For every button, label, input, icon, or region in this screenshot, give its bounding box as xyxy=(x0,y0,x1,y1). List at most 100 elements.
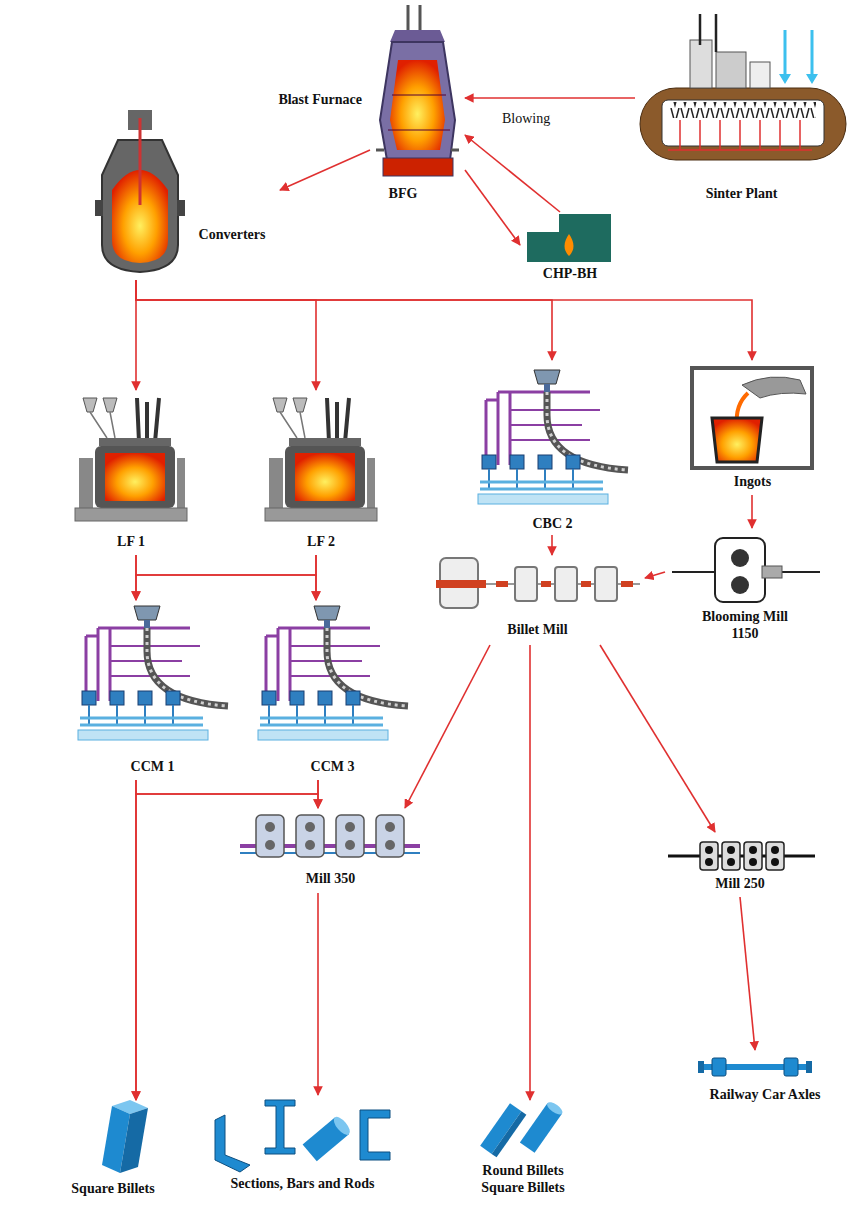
sections-figure xyxy=(265,1100,295,1154)
blooming-mill-figure xyxy=(672,538,820,602)
flow-arrow xyxy=(317,893,319,1095)
sinter-plant-figure xyxy=(640,88,846,160)
blast-furnace-figure xyxy=(408,5,420,30)
ingot-figure xyxy=(712,418,762,462)
round-billet-figure xyxy=(492,1111,527,1157)
edge-label: Blowing xyxy=(500,110,552,127)
node-label: Sinter Plant xyxy=(635,185,848,202)
converter-figure xyxy=(95,200,103,216)
billet-mill-figure xyxy=(555,567,577,601)
node-label: Square Billets xyxy=(48,1180,178,1197)
node-label: Sections, Bars and Rods xyxy=(200,1175,405,1192)
node-label: CCM 1 xyxy=(70,758,235,775)
chp-figure xyxy=(527,214,559,232)
blast-furnace-figure xyxy=(388,95,450,130)
sinter-plant-figure xyxy=(750,62,770,88)
sinter-plant-figure xyxy=(640,14,846,160)
flow-arrow xyxy=(465,97,635,99)
caster-figure xyxy=(78,606,228,740)
round-billet-figure xyxy=(480,1103,526,1157)
round-billet-figure xyxy=(545,1100,564,1117)
process-node: Blooming Mill 1150 xyxy=(665,528,825,668)
process-node: Blast FurnaceBFG xyxy=(370,5,465,205)
flow-arrow xyxy=(136,280,752,360)
ingot-figure xyxy=(742,377,806,398)
converter-figure xyxy=(95,110,185,272)
flow-arrow xyxy=(751,495,753,528)
mill-350-figure xyxy=(296,815,324,857)
process-node: Mill 350 xyxy=(238,808,423,893)
sinter-plant-figure xyxy=(785,30,812,76)
axle-figure xyxy=(806,1061,812,1073)
billet-mill-figure xyxy=(436,580,486,588)
mill-250-figure xyxy=(744,842,762,870)
blast-furnace-figure xyxy=(376,149,459,152)
flow-arrow xyxy=(405,645,490,808)
blast-furnace-figure xyxy=(390,60,445,150)
flow-arrow xyxy=(465,135,560,212)
blast-furnace-figure xyxy=(376,5,459,176)
ingot-figure xyxy=(692,368,812,468)
sections-figure xyxy=(215,1100,390,1172)
process-node: Sinter Plant xyxy=(635,15,848,205)
process-node: CBC 2 xyxy=(470,360,635,535)
process-node: LF 2 xyxy=(262,390,380,555)
blast-furnace-figure xyxy=(390,30,445,42)
process-node: Mill 250 xyxy=(665,832,815,897)
flow-arrow xyxy=(136,280,316,390)
converter-figure xyxy=(177,200,185,216)
blooming-mill-figure xyxy=(731,549,749,567)
process-node: Round Billets Square Billets xyxy=(458,1100,588,1208)
node-label: Blooming Mill 1150 xyxy=(690,608,800,642)
process-node: Converters xyxy=(95,110,280,280)
sinter-plant-figure xyxy=(779,74,818,84)
process-node: CHP-BH xyxy=(520,212,620,287)
node-label: BFG xyxy=(378,185,428,202)
round-billet-figure xyxy=(480,1100,564,1157)
node-label: Blast Furnace xyxy=(250,91,362,108)
mill-350-figure xyxy=(336,815,364,857)
node-label: Billet Mill xyxy=(430,621,645,638)
flow-arrow xyxy=(529,645,531,1100)
node-label: Converters xyxy=(187,226,277,243)
process-node: Sections, Bars and Rods xyxy=(200,1095,405,1200)
process-node: Railway Car Axles xyxy=(685,1050,845,1112)
blooming-mill-figure xyxy=(762,566,782,578)
blooming-mill-figure xyxy=(715,538,765,602)
mill-350-figure xyxy=(376,815,404,857)
ladle-furnace-figure xyxy=(265,398,377,521)
billet-mill-figure xyxy=(595,567,617,601)
axle-figure xyxy=(698,1061,704,1073)
sections-figure xyxy=(303,1114,353,1161)
converter-figure xyxy=(139,118,142,205)
axle-figure xyxy=(784,1058,798,1076)
node-label: Mill 250 xyxy=(665,875,815,892)
sinter-plant-figure xyxy=(690,40,712,88)
sinter-plant-figure xyxy=(670,102,816,118)
square-billet-figure xyxy=(120,1108,148,1173)
sections-figure xyxy=(331,1114,353,1137)
caster-figure xyxy=(258,606,408,740)
mill-250-figure xyxy=(700,842,718,870)
round-billet-figure xyxy=(520,1100,565,1153)
node-label: Ingots xyxy=(685,473,820,490)
process-node: Square Billets xyxy=(48,1100,178,1205)
node-label: Mill 350 xyxy=(238,870,423,887)
chp-figure xyxy=(565,234,574,256)
node-label: Railway Car Axles xyxy=(685,1086,845,1103)
sinter-plant-figure xyxy=(668,120,812,150)
billet-mill-figure xyxy=(496,581,633,587)
flow-arrow xyxy=(315,555,317,600)
mill-250-figure xyxy=(668,855,815,858)
flow-arrow xyxy=(136,780,318,1100)
blast-furnace-figure xyxy=(380,42,455,160)
square-billet-figure xyxy=(102,1100,148,1173)
blast-furnace-figure xyxy=(383,158,453,176)
flow-arrow xyxy=(645,572,665,578)
billet-mill-figure xyxy=(436,558,640,608)
sections-figure xyxy=(360,1110,390,1160)
billet-mill-figure xyxy=(515,567,537,601)
node-label: CHP-BH xyxy=(520,265,620,282)
process-node: LF 1 xyxy=(72,390,190,555)
